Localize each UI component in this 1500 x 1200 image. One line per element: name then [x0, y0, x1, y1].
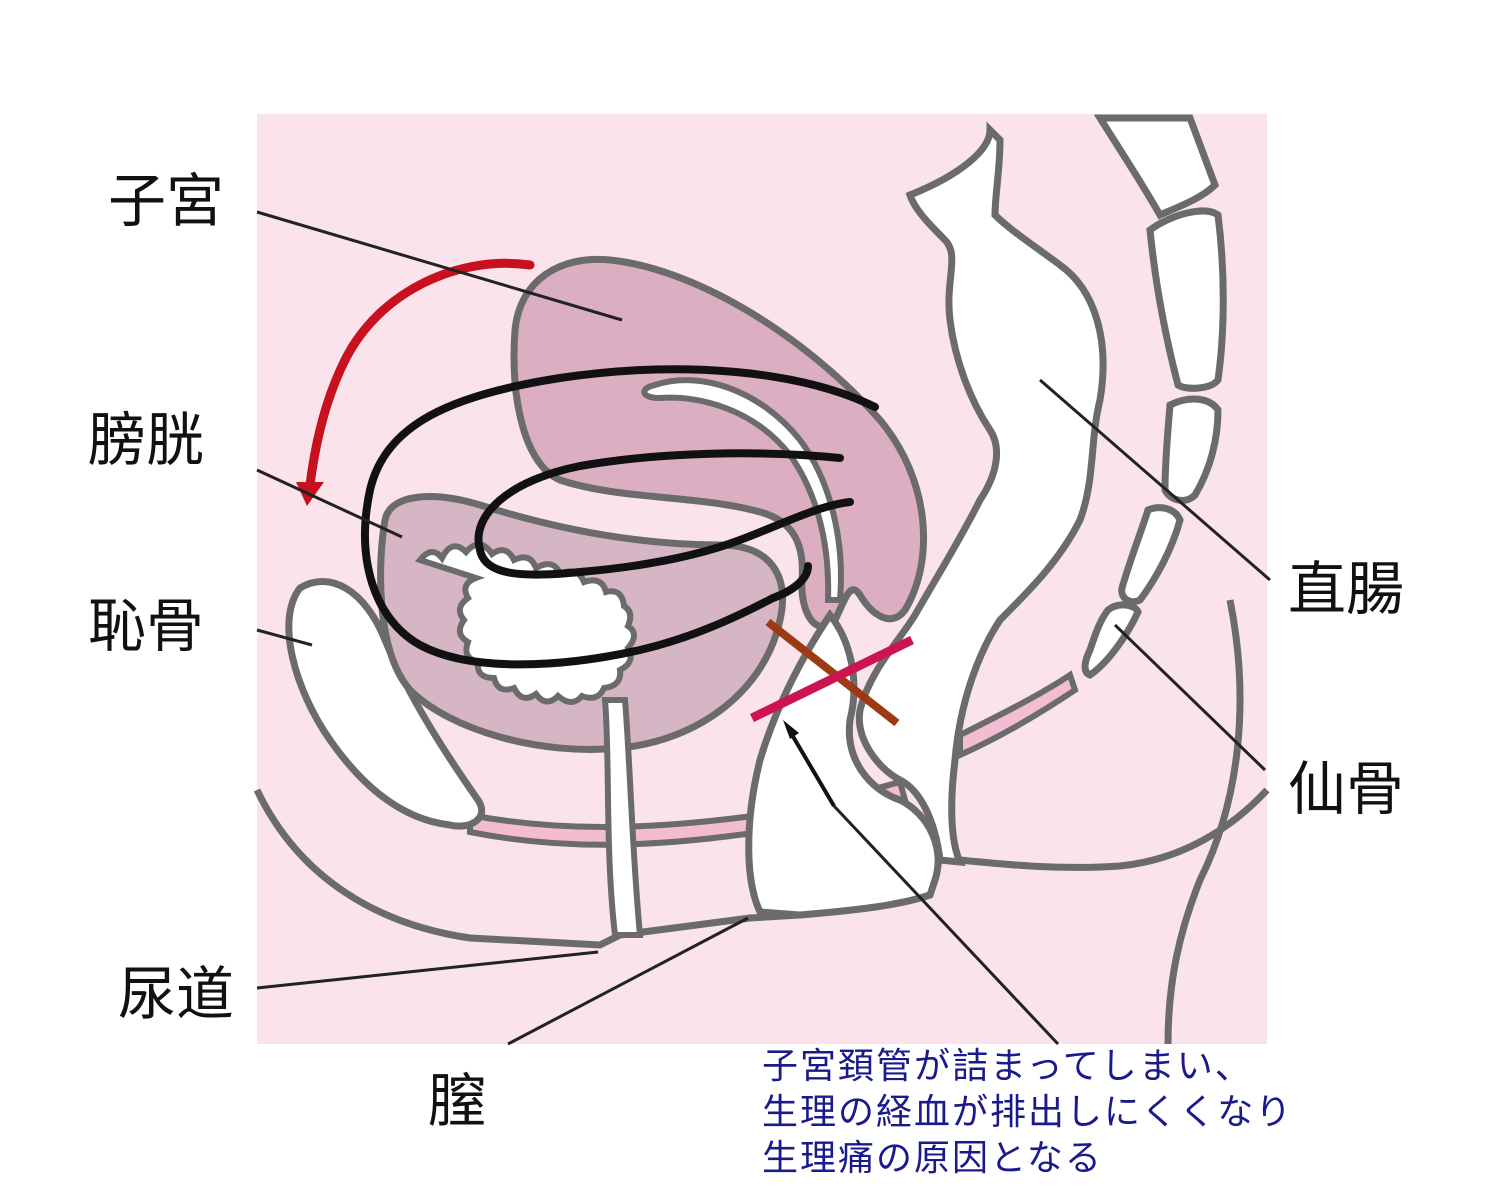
rectal-band: [957, 670, 1079, 760]
note-line-3: 生理痛の原因となる: [762, 1138, 1103, 1179]
pubic-bone: [285, 578, 486, 830]
black-arrow-line: [786, 726, 836, 808]
label-pubic-bone: 恥骨: [88, 592, 205, 660]
black-arrowhead: [783, 720, 799, 739]
note-line-1: 子宮頚管が詰まってしまい、: [762, 1046, 1253, 1087]
spine-back-line: [1164, 599, 1244, 1045]
brown-bar: [765, 618, 900, 727]
red-curved-arrow: [305, 258, 535, 490]
cervical-canal: [641, 377, 844, 603]
sacrum-vertebrae: [1081, 114, 1227, 679]
rectum-shape: [855, 121, 1107, 867]
leader-lines: [256, 210, 1271, 1046]
vagina-canal: [745, 609, 942, 919]
label-rectum: 直腸: [1288, 555, 1405, 623]
note-line-2: 生理の経血が排出しにくくなり: [762, 1092, 1294, 1133]
fold-curves: [361, 365, 879, 669]
label-uterus: 子宮: [108, 167, 225, 235]
label-urethra: 尿道: [118, 960, 235, 1028]
label-bladder: 膀胱: [88, 406, 205, 474]
explanation-note: 子宮頚管が詰まってしまい、 生理の経血が排出しにくくなり 生理痛の原因となる: [762, 1044, 1293, 1182]
label-vagina: 膣: [428, 1067, 487, 1135]
urethra-tube: [601, 697, 644, 938]
label-sacrum: 仙骨: [1288, 755, 1405, 823]
crimson-bar: [750, 635, 914, 723]
